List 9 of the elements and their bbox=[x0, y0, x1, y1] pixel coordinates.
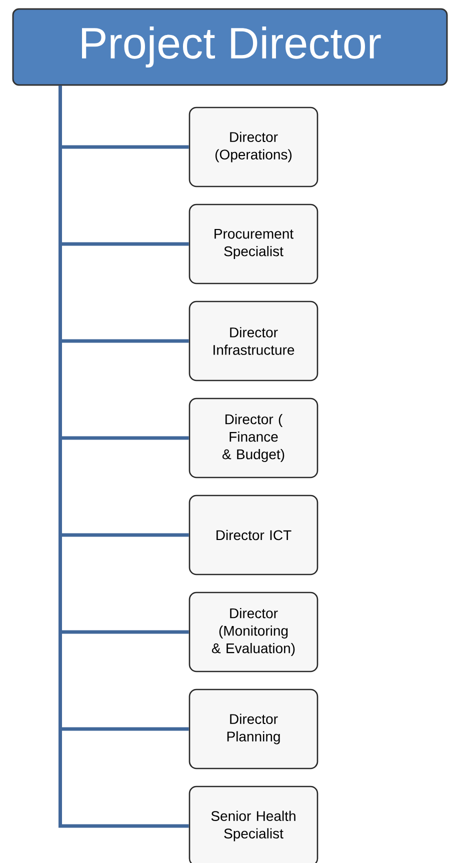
role-box: Director Infrastructure bbox=[188, 300, 318, 382]
role-box: Senior Health Specialist bbox=[188, 786, 318, 863]
role-box: Director ( Finance & Budget) bbox=[188, 398, 318, 478]
title-box: Project Director bbox=[12, 8, 448, 86]
role-box: Director (Monitoring & Evaluation) bbox=[188, 592, 318, 672]
role-box: Director ICT bbox=[188, 494, 318, 576]
role-box: Director (Operations) bbox=[188, 106, 318, 188]
role-box: Procurement Specialist bbox=[188, 204, 318, 284]
role-box: Director Planning bbox=[188, 688, 318, 770]
